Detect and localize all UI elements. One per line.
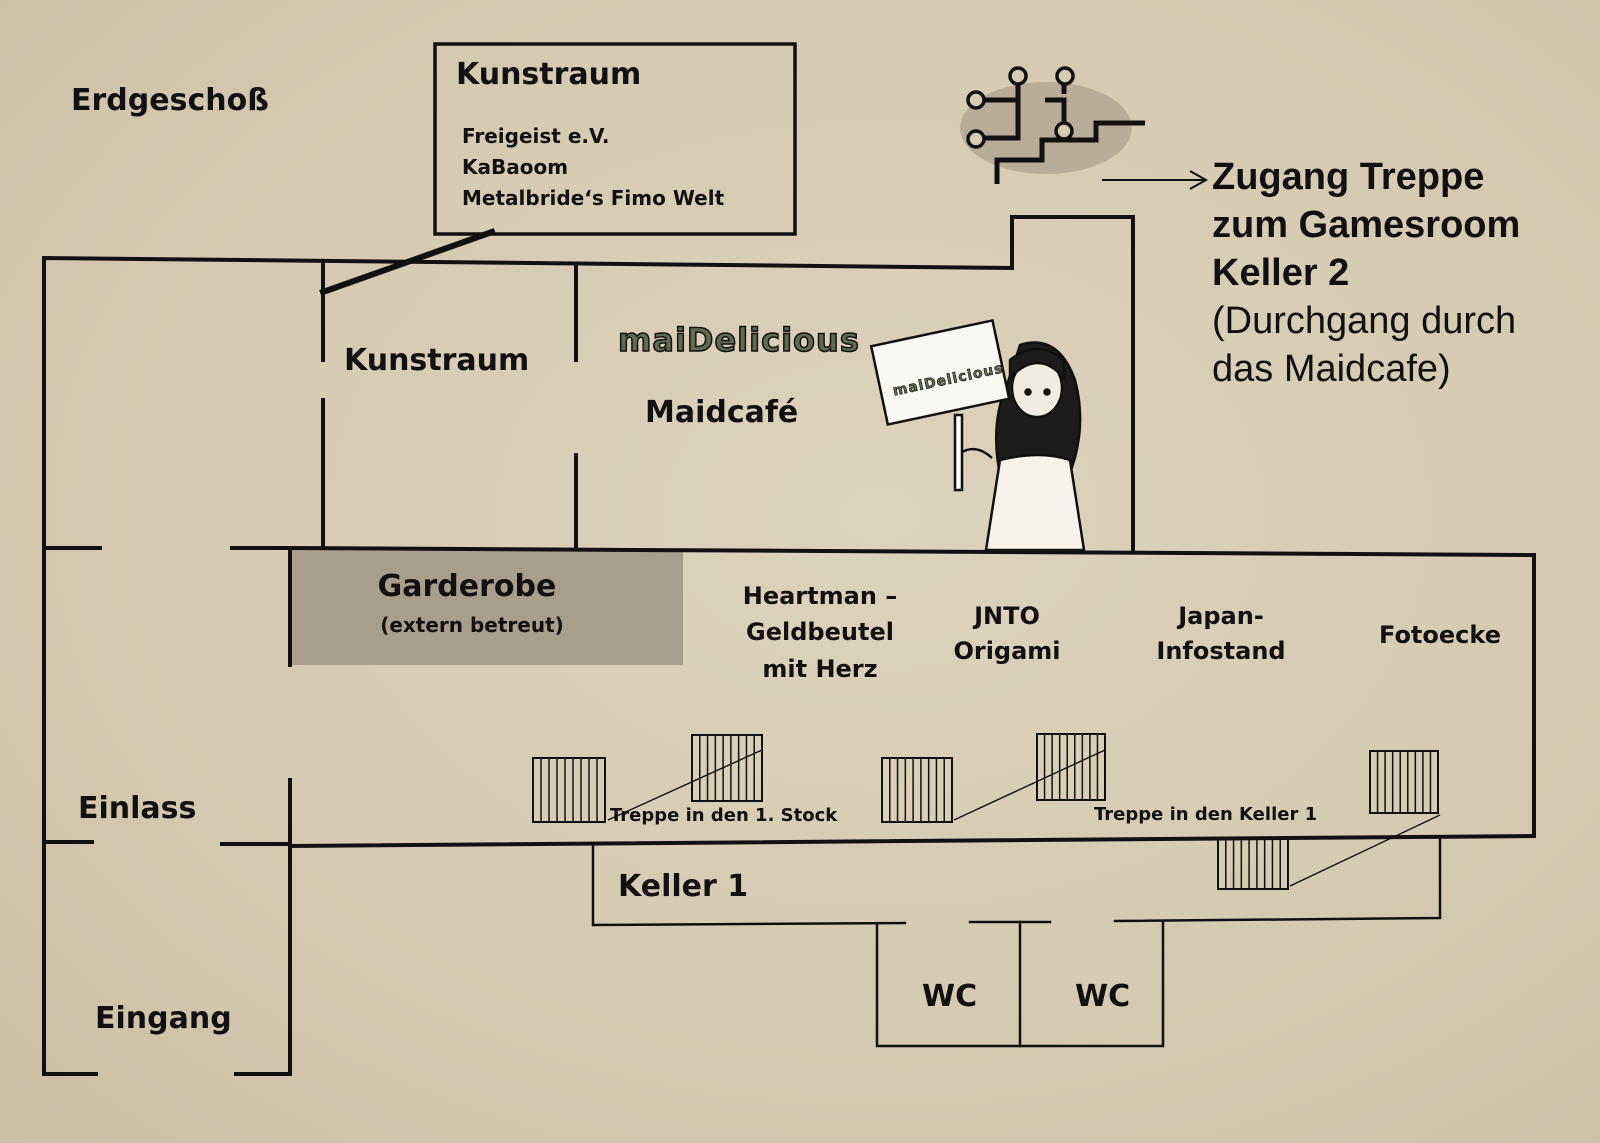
room-garderobe-title: Garderobe — [377, 569, 557, 604]
stair-frame — [1217, 838, 1289, 890]
stand-fotoecke: Fotoecke — [1379, 621, 1501, 650]
stand-line: mit Herz — [762, 654, 878, 683]
stair-frame — [881, 757, 953, 823]
stair-icon — [1217, 838, 1289, 890]
stair-connector — [953, 749, 1106, 821]
room-keller1: Keller 1 — [618, 869, 749, 904]
exhibitor-item: Metalbride‘s Fimo Welt — [462, 186, 725, 210]
stand-line: Infostand — [1156, 636, 1286, 665]
stand-line: Heartman – — [742, 582, 898, 610]
kunstraum-exhibitor-list: Freigeist e.V. KaBaoom Metalbride‘s Fimo… — [462, 121, 724, 214]
room-einlass: Einlass — [78, 791, 197, 826]
stair-frame — [532, 757, 606, 823]
stairs-group — [532, 733, 1441, 890]
stand-line: Origami — [953, 636, 1061, 665]
maidcafe-brand-logo: maiDelicious — [617, 321, 860, 359]
stair-icon — [1369, 750, 1439, 814]
stairs-up-label: Treppe in den 1. Stock — [610, 805, 838, 826]
floor-label: Erdgeschoß — [71, 83, 269, 118]
room-eingang: Eingang — [95, 1001, 232, 1036]
stairs-down-label: Treppe in den Keller 1 — [1094, 804, 1318, 825]
stair-frame — [1036, 733, 1106, 801]
exhibitor-item: KaBaoom — [462, 155, 569, 179]
room-maidcafe: Maidcafé — [645, 395, 799, 430]
maid-sign — [869, 318, 1011, 426]
stand-line: Japan- — [1178, 602, 1264, 630]
maid-figure-icon — [953, 341, 1086, 552]
stair-icon — [881, 757, 953, 823]
gamesroom-note-line: das Maidcafe) — [1212, 347, 1451, 390]
stand-line: JNTO — [974, 602, 1040, 630]
stand-jnto: JNTO Origami — [953, 599, 1060, 669]
stair-frame — [1369, 750, 1439, 814]
stair-icon — [532, 757, 606, 823]
stair-frame — [691, 734, 763, 802]
room-garderobe-note: (extern betreut) — [380, 613, 564, 637]
gamesroom-note-line: (Durchgang durch — [1212, 299, 1517, 342]
stair-icon — [1036, 733, 1106, 801]
gamesroom-note-line: Zugang Treppe — [1212, 156, 1485, 198]
stand-heartman: Heartman – Geldbeutel mit Herz — [743, 578, 898, 687]
arrow-right-icon — [1102, 170, 1209, 190]
stand-line: Fotoecke — [1379, 621, 1501, 649]
stair-connector — [1289, 814, 1441, 887]
gamesroom-note-line: Keller 2 — [1212, 251, 1350, 294]
stair-connector — [607, 749, 763, 821]
room-wc-left: WC — [922, 979, 978, 1014]
kunstraum-box-title: Kunstraum — [456, 57, 642, 92]
gamesroom-note-line: zum Gamesroom — [1212, 203, 1521, 246]
room-wc-right: WC — [1075, 979, 1131, 1014]
stand-japan-infostand: Japan- Infostand — [1156, 599, 1285, 669]
room-kunstraum: Kunstraum — [344, 343, 530, 378]
stand-line: Geldbeutel — [746, 618, 894, 647]
garderobe-area — [290, 550, 683, 665]
exhibitor-item: Freigeist e.V. — [462, 124, 610, 148]
gamesroom-note: Zugang Treppe zum Gamesroom Keller 2 (Du… — [1212, 154, 1520, 393]
walls — [42, 215, 1537, 1076]
keller1-walls — [591, 836, 1442, 1048]
stair-icon — [691, 734, 763, 802]
kunstraum-box-frame — [433, 42, 797, 236]
circuit-logo-icon — [960, 66, 1145, 184]
